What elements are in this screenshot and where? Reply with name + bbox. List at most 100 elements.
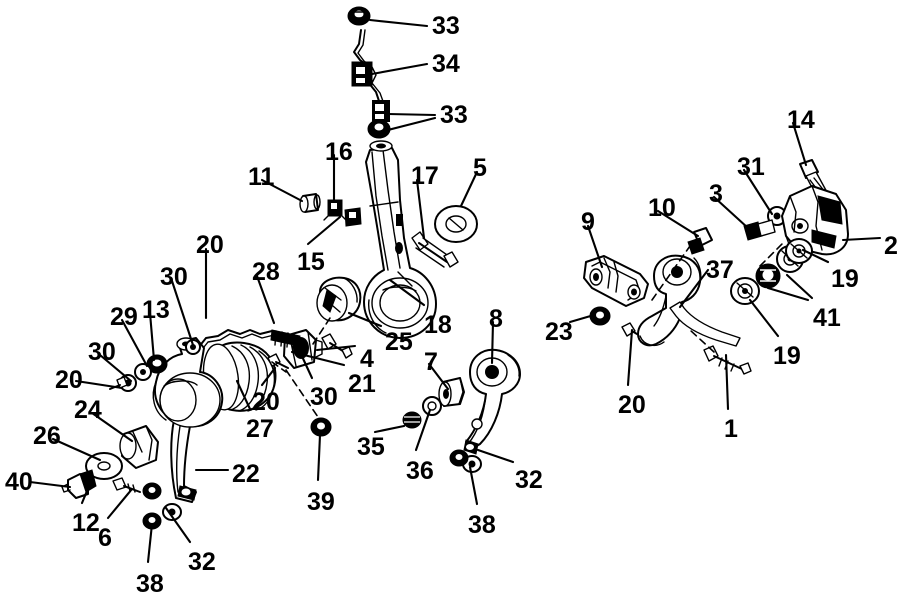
callout-number-20: 20: [196, 231, 224, 259]
callout-number-28: 28: [252, 258, 280, 286]
callout-number-13: 13: [142, 296, 170, 324]
leader-line-c12: [80, 484, 91, 505]
leader-line-c19a: [801, 248, 830, 264]
part-9-link: [583, 255, 649, 307]
callout-number-5: 5: [473, 154, 487, 182]
part-18-steering-arm: [363, 140, 437, 339]
callout-number-30: 30: [160, 263, 188, 291]
leader-line-c5: [459, 170, 479, 208]
part-33-bushing-lower: [372, 100, 390, 122]
leader-line-c30a: [170, 279, 195, 347]
callout-number-20: 20: [252, 388, 280, 416]
callout-number-27: 27: [246, 415, 274, 443]
part-19-washer-lower: [730, 277, 760, 305]
leader-line-c41b: [766, 286, 810, 302]
part-6-washer: [142, 482, 162, 500]
callout-number-2: 2: [884, 232, 898, 260]
callout-number-20: 20: [55, 366, 83, 394]
part-16-clip: [323, 199, 347, 221]
leader-line-c33b2: [378, 116, 437, 134]
part-5-washer: [434, 205, 478, 243]
callout-number-4: 4: [360, 345, 374, 373]
part-33-nut-lower: [367, 119, 391, 139]
leader-line-c17: [415, 178, 426, 240]
leader-line-c26: [51, 437, 102, 462]
leader-line-c2: [841, 236, 882, 242]
leader-line-c18: [388, 278, 426, 307]
leader-line-c41: [785, 273, 814, 300]
callout-number-6: 6: [98, 524, 112, 552]
leader-line-c11: [260, 178, 304, 203]
leader-line-c10: [656, 209, 700, 238]
leader-line-c4: [315, 344, 357, 352]
leader-line-c24: [90, 411, 134, 443]
leader-line-c37: [678, 268, 710, 309]
part-24-bushing: [119, 425, 159, 469]
part-10-screw: [687, 227, 713, 255]
callout-number-38: 38: [468, 511, 496, 539]
callout-number-35: 35: [357, 433, 385, 461]
part-3-washer-left: [589, 306, 611, 326]
leader-line-c7: [427, 362, 450, 391]
callout-leader-lines: [28, 18, 882, 564]
part-26-washer: [85, 452, 123, 480]
part-35-nut: [402, 411, 422, 429]
leader-line-c29: [120, 318, 149, 368]
callout-number-31: 31: [737, 153, 765, 181]
leader-line-c25: [347, 311, 383, 328]
leader-line-c13: [148, 311, 156, 362]
leader-line-c30c: [298, 350, 314, 380]
leader-line-c21: [290, 350, 346, 367]
callout-number-30: 30: [310, 383, 338, 411]
callout-number-9: 9: [581, 208, 595, 236]
callout-number-20: 20: [618, 391, 646, 419]
part-29-washer: [134, 363, 152, 381]
callout-number-18: 18: [424, 311, 452, 339]
part-3-bolt: [743, 219, 776, 241]
part-28-threaded-rod: [197, 329, 301, 353]
leader-line-c14: [791, 121, 808, 167]
callout-number-24: 24: [74, 396, 102, 424]
leader-line-c9: [586, 224, 604, 269]
part-20-screw-center: [267, 353, 289, 369]
callout-number-33: 33: [440, 101, 468, 129]
part-25-collar: [316, 276, 362, 322]
part-22-lower-arm: [152, 337, 224, 503]
leader-line-c30b: [98, 353, 133, 383]
part-12-screw: [112, 477, 141, 493]
part-36-washer: [422, 396, 442, 416]
callout-number-16: 16: [325, 138, 353, 166]
part-38-nut-right: [449, 449, 469, 467]
leader-line-c33b: [386, 112, 437, 117]
leader-line-c15: [306, 215, 342, 246]
callout-number-40: 40: [5, 468, 33, 496]
leader-line-c33a: [368, 18, 429, 28]
part-41-bushing-a: [755, 263, 781, 289]
part-38-nut-left: [142, 512, 162, 530]
callout-number-11: 11: [248, 163, 275, 191]
leader-line-c34: [370, 62, 429, 76]
leader-line-c38b: [468, 465, 479, 506]
callout-number-29: 29: [110, 303, 138, 331]
leader-line-c20b: [74, 379, 124, 390]
part-30-washer-upper: [185, 339, 201, 355]
callout-number-19: 19: [831, 265, 859, 293]
callout-number-3: 3: [709, 180, 723, 208]
part-39-nut: [310, 417, 332, 437]
part-40-bolt: [61, 469, 97, 499]
callout-number-32: 32: [188, 548, 216, 576]
callout-number-34: 34: [432, 50, 460, 78]
leader-line-c1: [724, 353, 730, 411]
callout-number-41: 41: [813, 304, 841, 332]
callout-number-23: 23: [545, 318, 573, 346]
leader-line-c40: [28, 480, 72, 489]
leader-line-c20c: [260, 366, 277, 387]
callout-number-33: 33: [432, 12, 460, 40]
leader-line-c6: [106, 487, 134, 520]
callout-number-8: 8: [489, 305, 503, 333]
callout-number-14: 14: [787, 106, 815, 134]
leader-line-c31: [742, 168, 774, 216]
leader-line-c20d: [626, 328, 634, 387]
